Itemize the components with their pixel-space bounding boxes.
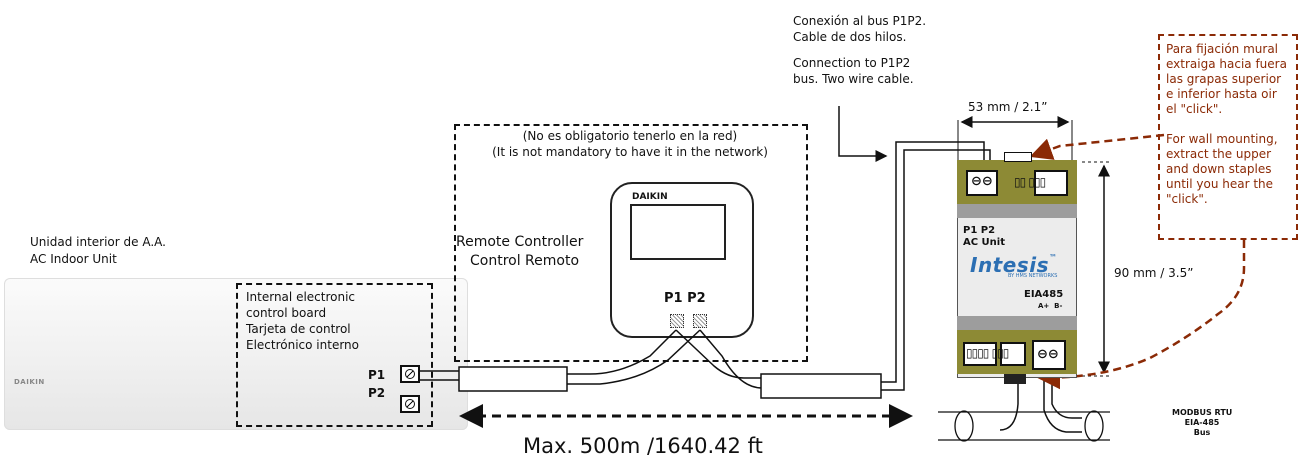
device-top-band [957, 204, 1077, 218]
remote-note-en: (It is not mandatory to have it in the n… [492, 145, 768, 159]
note-en-line-5: "click". [1166, 192, 1208, 206]
note-es-line-1: Para fijación mural [1166, 42, 1279, 56]
board-line-4: Electrónico interno [246, 338, 360, 352]
control-board-box [236, 283, 433, 427]
intesis-sub: BY HMS NETWORKS [1008, 273, 1058, 279]
bus-label-es-2: Cable de dos hilos. [793, 30, 907, 44]
mounting-note-box [1158, 34, 1298, 240]
note-es-line-2: extraiga hacia fuera [1166, 57, 1287, 71]
top-port-connector [1034, 170, 1068, 196]
remote-screen [630, 204, 726, 260]
modbus-line-3: Bus [1193, 428, 1211, 437]
board-line-3: Tarjeta de control [246, 322, 351, 336]
intesis-brand: Intesis [970, 253, 1049, 277]
device-port-label-1: P1 P2 [963, 225, 996, 236]
top-port-pins: ▯▯ ▯▯▯ [1014, 175, 1046, 189]
bottom-port-pins: ▯▯▯▯ ▯▯▯ [966, 346, 1009, 360]
note-es-line-3: las grapas superior [1166, 72, 1282, 86]
p1p2-port-connector [966, 170, 998, 196]
bottom-port-connector-left [963, 342, 997, 366]
terminal-p2-label: P2 [368, 386, 386, 400]
terminal-p1-label: P1 [368, 368, 386, 382]
board-line-2: control board [246, 306, 327, 320]
modbus-line-1: MODBUS RTU [1172, 408, 1233, 417]
note-en-line-1: For wall mounting, [1166, 132, 1278, 146]
eia485-port-connector [1032, 340, 1066, 370]
bottom-staple-tab [1004, 374, 1026, 384]
remote-label-en: Remote Controller [456, 234, 584, 250]
eia485-port-screws: ⊖⊖ [1037, 347, 1059, 362]
remote-terminal-p2 [693, 314, 707, 328]
note-es-line-5: el "click". [1166, 102, 1223, 116]
height-dimension: 90 mm / 3.5” [1114, 266, 1194, 280]
remote-controller-box [454, 124, 808, 362]
remote-terminals-label: P1 P2 [664, 291, 706, 306]
note-en-line-4: until you hear the [1166, 177, 1274, 191]
bus-label-es-1: Conexión al bus P1P2. [793, 14, 927, 28]
remote-terminal-p1 [670, 314, 684, 328]
eia485-label: EIA485 [1024, 289, 1064, 300]
terminal-p2-screw [400, 395, 420, 413]
remote-controller [610, 182, 754, 338]
remote-note-es: (No es obligatorio tenerlo en la red) [522, 129, 738, 143]
terminal-p1-screw [400, 365, 420, 383]
bus-label-en-2: bus. Two wire cable. [793, 72, 914, 86]
note-es-line-4: e inferior hasta oir [1166, 87, 1277, 101]
note-en-line-3: and down staples [1166, 162, 1272, 176]
remote-brand: DAIKIN [632, 192, 668, 202]
bus-label-en-1: Connection to P1P2 [793, 56, 911, 70]
top-staple-tab [1004, 152, 1032, 162]
board-line-1: Internal electronic [246, 290, 356, 304]
device-bottom-band [957, 316, 1077, 330]
ac-unit-label-es: Unidad interior de A.A. [30, 235, 166, 249]
p1p2-port-screws: ⊖⊖ [971, 174, 993, 189]
device-port-label-2: AC Unit [963, 237, 1006, 248]
intesis-logo: Intesis™ [970, 253, 1057, 277]
mounting-note-text: Para fijación mural extraiga hacia fuera… [1166, 42, 1298, 207]
eia485-pins: A+ B- [1038, 302, 1063, 310]
ac-unit-label-en: AC Indoor Unit [30, 252, 117, 266]
modbus-line-2: EIA-485 [1184, 418, 1220, 427]
max-length-label: Max. 500m /1640.42 ft [523, 434, 763, 458]
bottom-port-connector-mid [1000, 342, 1026, 366]
intesis-tm: ™ [1048, 253, 1058, 262]
width-dimension: 53 mm / 2.1” [968, 100, 1048, 114]
remote-label-es: Control Remoto [470, 253, 580, 269]
ac-unit-logo: DAIKIN [14, 378, 45, 386]
note-en-line-2: extract the upper [1166, 147, 1272, 161]
